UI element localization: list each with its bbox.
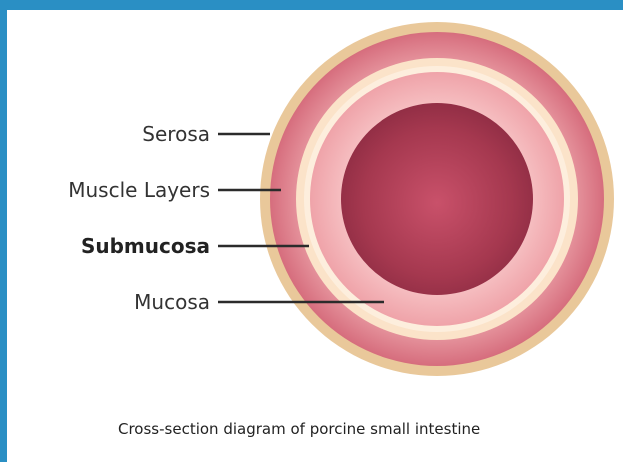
diagram-caption: Cross-section diagram of porcine small i… — [118, 420, 598, 438]
mucosa-label: Mucosa — [40, 290, 210, 314]
submucosa-label: Submucosa — [20, 234, 210, 258]
serosa-label: Serosa — [40, 122, 210, 146]
lumen — [341, 103, 533, 295]
muscle-layers-label: Muscle Layers — [0, 178, 210, 202]
